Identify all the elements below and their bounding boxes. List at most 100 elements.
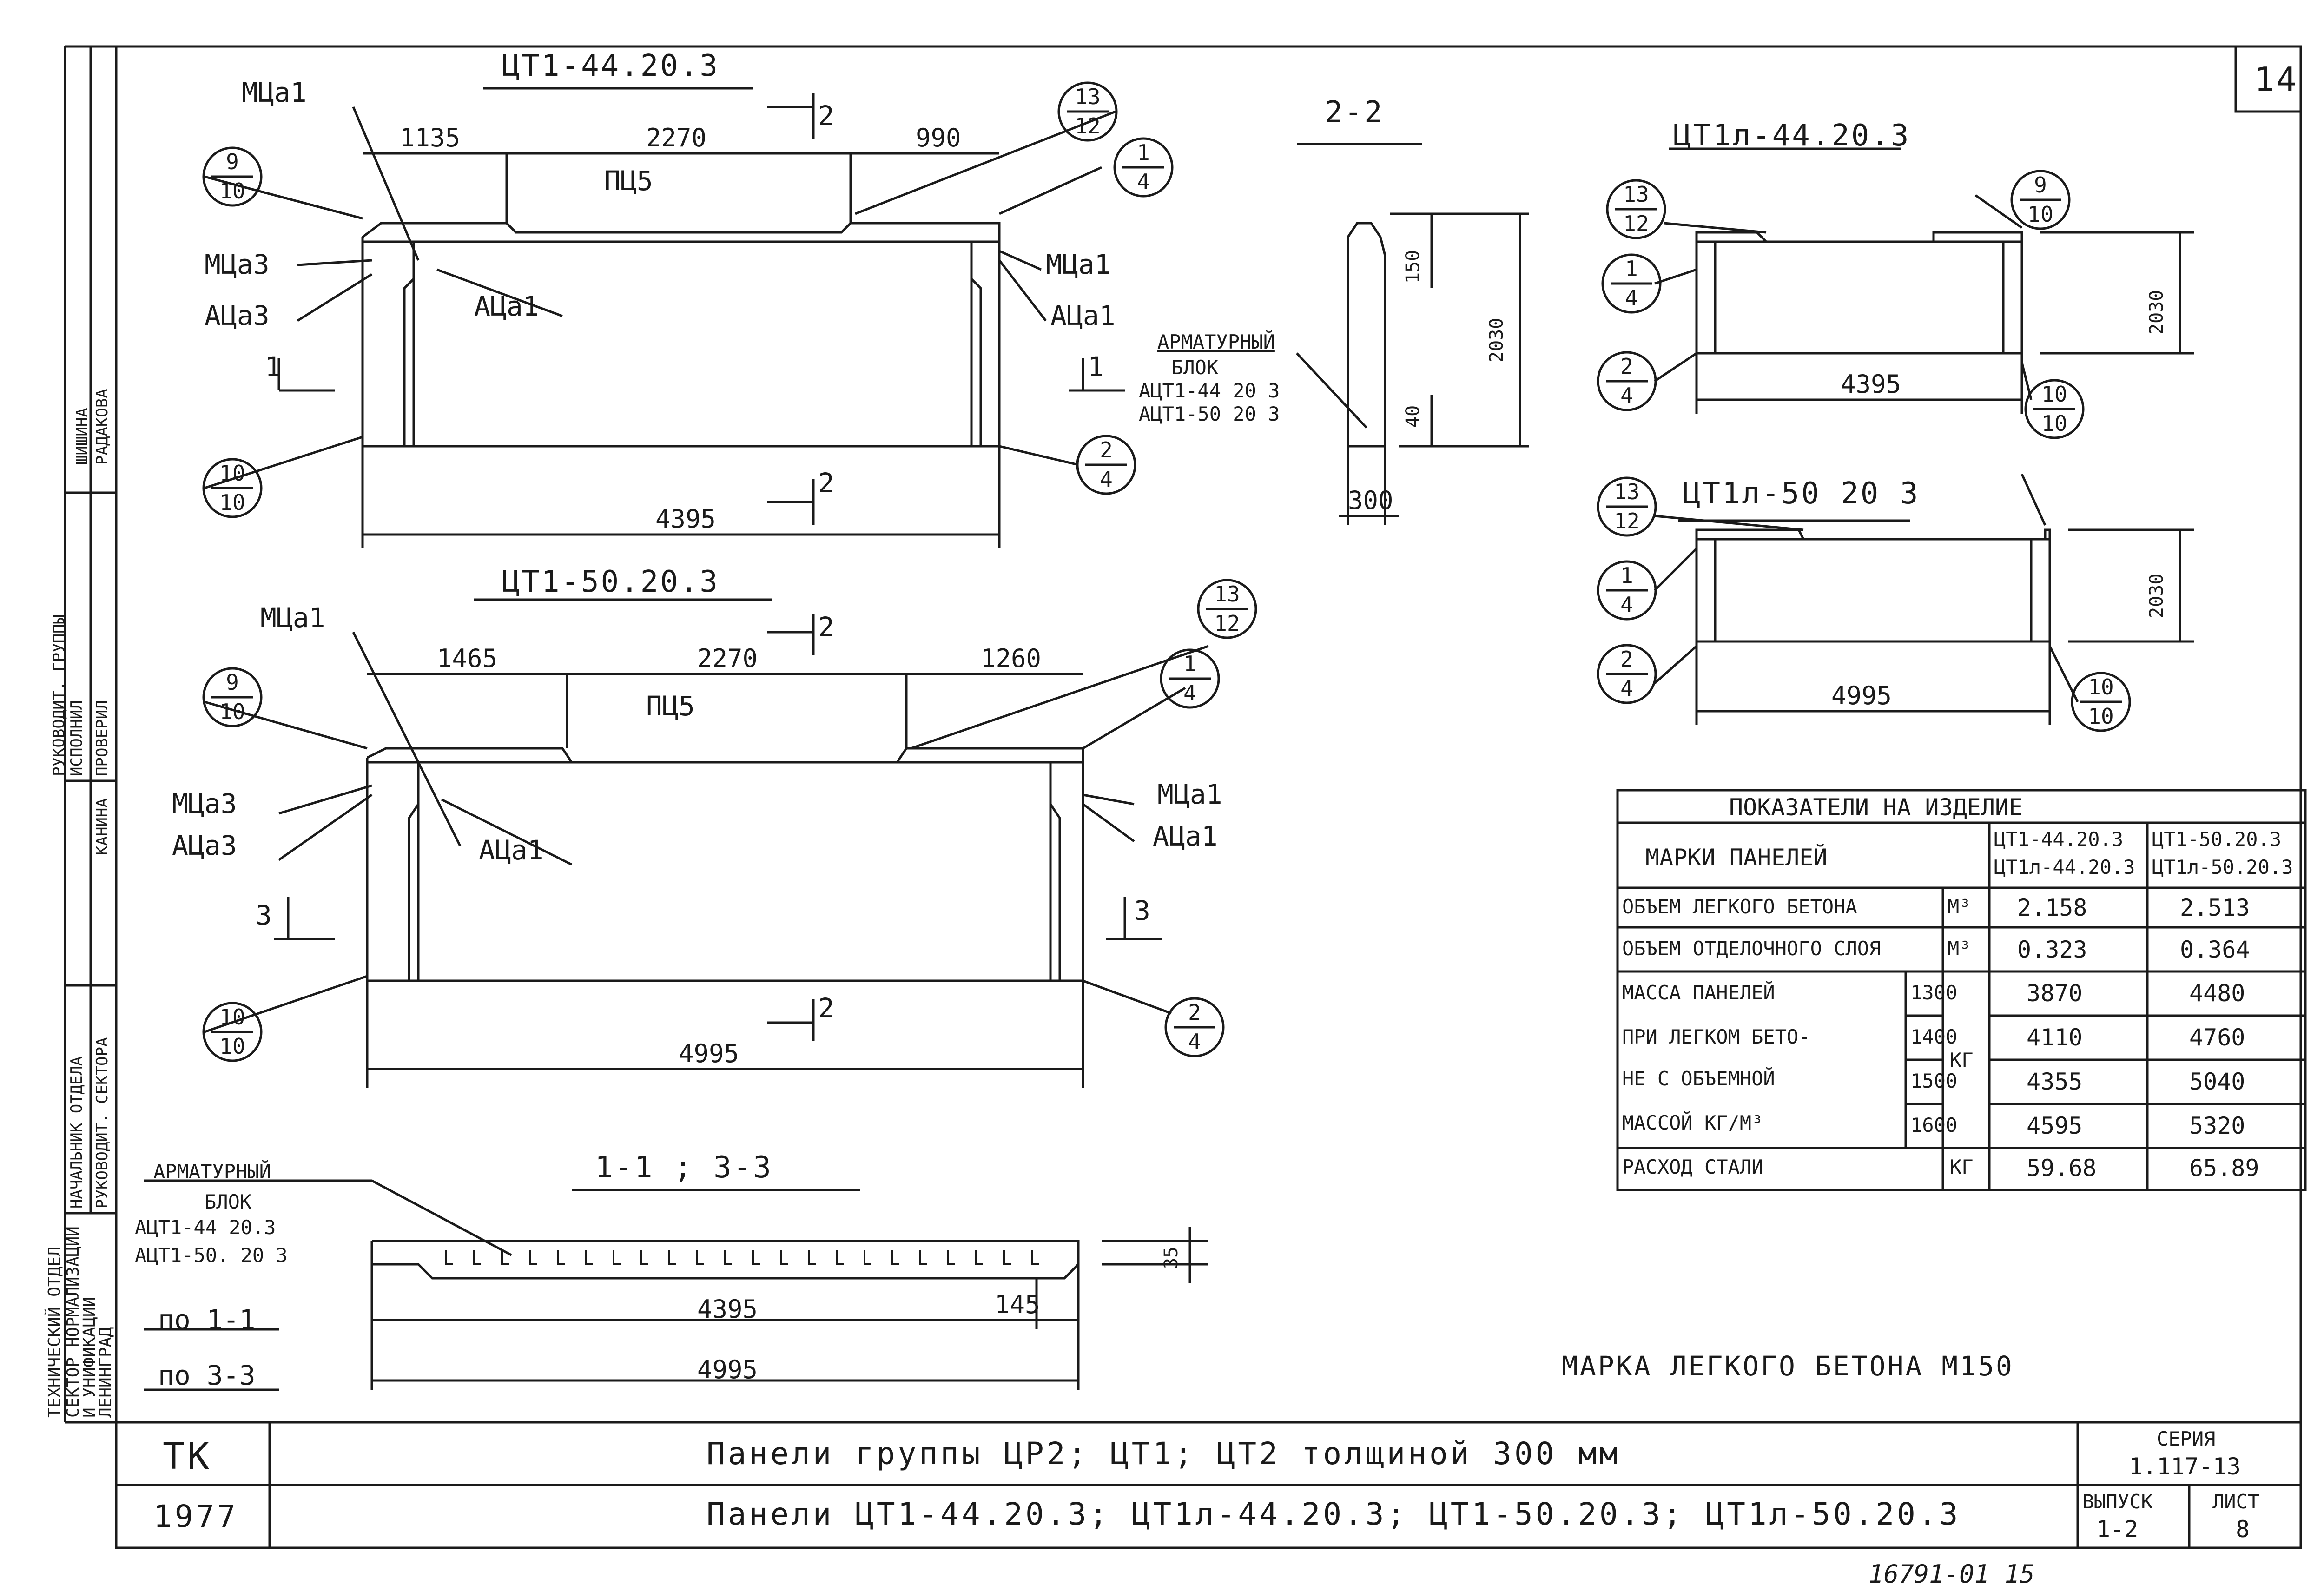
v2-callout-circle-2: [1160, 648, 1220, 709]
side-stamp-org-4: ЛЕНИНГРАД: [96, 1327, 115, 1418]
section-1-1-outline: [144, 1179, 1208, 1391]
table-steel-v2: 65.89: [2189, 1155, 2259, 1182]
v1-dim-left: 1135: [400, 123, 461, 152]
table-mass-v2-1: 4480: [2189, 980, 2245, 1007]
title-series-label: СЕРИЯ: [2157, 1427, 2216, 1450]
table-mass-v1-1: 3870: [2027, 980, 2083, 1007]
table-mass-density-1: 1300: [1910, 981, 1958, 1004]
sheet-frame: [115, 45, 2302, 1549]
v2-callout-circle-0: [202, 667, 263, 727]
concrete-grade-note: МАРКА ЛЕГКОГО БЕТОНА М150: [1562, 1350, 2014, 1382]
section22-dim-300: 300: [1348, 486, 1393, 515]
table-row-1-label: ОБЪЕМ ЛЕГКОГО БЕТОНА: [1622, 895, 1857, 918]
table-row-2-label: ОБЪЕМ ОТДЕЛОЧНОГО СЛОЯ: [1622, 937, 1881, 960]
side-stamp-org-3: И УНИФИКАЦИИ: [80, 1296, 99, 1418]
section11-row-2-value: 4995: [697, 1355, 758, 1384]
v1-dim-mid: 2270: [646, 123, 707, 152]
v2-callout-circle-1: [1197, 579, 1257, 639]
section11-block-label-1: АРМАТУРНЫЙ: [153, 1160, 271, 1183]
table-mass-label-4: МАССОЙ КГ/М³: [1622, 1111, 1763, 1134]
side-stamp-name-1: КАНИНА: [93, 798, 112, 855]
section-2-2-outline: [1296, 143, 1529, 525]
v3-dim-length: 4395: [1841, 370, 1901, 399]
section22-dim-2030: 2030: [1486, 317, 1507, 363]
v2-label-mca1-top: МЦа1: [260, 602, 325, 634]
table-mass-v1-3: 4355: [2027, 1068, 2083, 1095]
side-stamp-role-3: ИСПОЛНИЛ: [67, 700, 86, 776]
side-stamp-role-5: РУКОВОДИТ. ГРУППЫ: [50, 614, 68, 776]
title-code: ТК: [163, 1436, 212, 1478]
v3-callout-circle-1: [2010, 170, 2071, 230]
section22-dim-40: 40: [1402, 405, 1424, 428]
v2-label-aca1-left: АЦа1: [479, 834, 544, 866]
side-stamp-org-2: СЕКТОР НОРМАЛИЗАЦИИ: [64, 1226, 83, 1418]
table-row-2-unit: М³: [1948, 937, 1971, 960]
v2-dim-total: 4995: [679, 1039, 739, 1068]
section22-block-label-3: АЦТ1-44 20 3: [1139, 379, 1280, 402]
v4-dim-length: 4995: [1831, 681, 1892, 710]
v2-section-mark-left: 3: [256, 899, 272, 931]
table-mass-density-2: 1400: [1910, 1025, 1958, 1048]
table-col1-line2: ЦТ1л-44.20.3: [1994, 856, 2135, 879]
v1-label-aca1-right: АЦа1: [1050, 300, 1116, 331]
side-stamp-role-1: НАЧАЛЬНИК ОТДЕЛА: [67, 1056, 86, 1209]
v1-label-aca1-left: АЦа1: [474, 291, 539, 322]
table-row-2-v1: 0.323: [2017, 936, 2087, 963]
v2-label-mca3: МЦа3: [172, 788, 237, 819]
v2-label-mca1-right: МЦа1: [1157, 779, 1222, 810]
section11-block-label-3: АЦТ1-44 20.3: [135, 1216, 276, 1239]
v1-callout-circle-3: [202, 458, 263, 518]
table-col2-line1: ЦТ1-50.20.3: [2152, 828, 2282, 851]
drawing-number: 16791-01 15: [1868, 1559, 2035, 1589]
v2-section-mark-top: 2: [818, 611, 834, 643]
section22-block-label-4: АЦТ1-50 20 3: [1139, 403, 1280, 425]
side-stamp-name-2: РАДАКОВА: [93, 389, 112, 465]
v2-callout-circle-3: [202, 1002, 263, 1062]
side-stamp-role-2: РУКОВОДИТ. СЕКТОРА: [93, 1037, 112, 1209]
v3-dim-height: 2030: [2146, 290, 2167, 335]
title-year: 1977: [153, 1499, 238, 1534]
table-col2-line2: ЦТ1л-50.20.3: [2152, 856, 2293, 879]
v2-label-aca3: АЦа3: [172, 830, 237, 861]
table-steel-unit: КГ: [1950, 1156, 1974, 1178]
title-sheet: 8: [2236, 1516, 2250, 1543]
table-row-1-unit: М³: [1948, 895, 1971, 918]
v2-label-aca1-right: АЦа1: [1153, 820, 1218, 852]
v4-callout-circle-2: [1597, 644, 1657, 704]
v3-title: ЦТ1л-44.20.3: [1673, 119, 1911, 153]
v3-callout-circle-3: [1597, 351, 1657, 411]
table-mass-v1-4: 4595: [2027, 1112, 2083, 1139]
v1-label-pc5: ПЦ5: [604, 165, 653, 197]
v1-callout-circle-0: [202, 146, 263, 207]
title-line-2: Панели ЦТ1-44.20.3; ЦТ1л-44.20.3; ЦТ1-50…: [706, 1496, 1961, 1532]
title-issue-label: ВЫПУСК: [2082, 1490, 2153, 1513]
table-row-1-v2: 2.513: [2180, 894, 2250, 921]
v4-title: ЦТ1л-50 20 3: [1683, 476, 1920, 511]
side-stamp-org-1: ТЕХНИЧЕСКИЙ ОТДЕЛ: [45, 1246, 64, 1418]
table-mass-unit: КГ: [1950, 1049, 1974, 1071]
rebar-marks: [445, 1250, 1039, 1265]
table-col1-line1: ЦТ1-44.20.3: [1994, 828, 2124, 851]
section11-block-label-4: АЦТ1-50. 20 3: [135, 1244, 288, 1267]
table-mass-v2-4: 5320: [2189, 1112, 2245, 1139]
v1-dim-right: 990: [916, 123, 961, 152]
v2-section-mark-bottom: 2: [818, 992, 834, 1024]
title-issue: 1-2: [2096, 1516, 2139, 1543]
side-stamp-role-4: ПРОВЕРИЛ: [93, 700, 112, 776]
title-sheet-label: ЛИСТ: [2212, 1490, 2260, 1513]
table-mass-density-3: 1500: [1910, 1070, 1958, 1092]
v3-callout-circle-0: [1606, 179, 1666, 239]
table-mark-header: МАРКИ ПАНЕЛЕЙ: [1645, 844, 1828, 871]
v2-dim-left: 1465: [437, 644, 498, 673]
table-mass-label-1: МАССА ПАНЕЛЕЙ: [1622, 981, 1775, 1004]
v4-callout-circle-0: [1597, 476, 1657, 537]
v2-dim-right: 1260: [981, 644, 1042, 673]
sheet-number-box: [2234, 45, 2302, 113]
indicators-table-grid: [1616, 789, 2307, 1191]
table-title: ПОКАЗАТЕЛИ НА ИЗДЕЛИЕ: [1729, 794, 2023, 821]
section11-row-1-value: 4395: [697, 1295, 758, 1324]
v4-dim-height: 2030: [2146, 573, 2167, 618]
table-row-1-v1: 2.158: [2017, 894, 2087, 921]
side-stamp-name-3: ШИШИНА: [73, 408, 92, 465]
